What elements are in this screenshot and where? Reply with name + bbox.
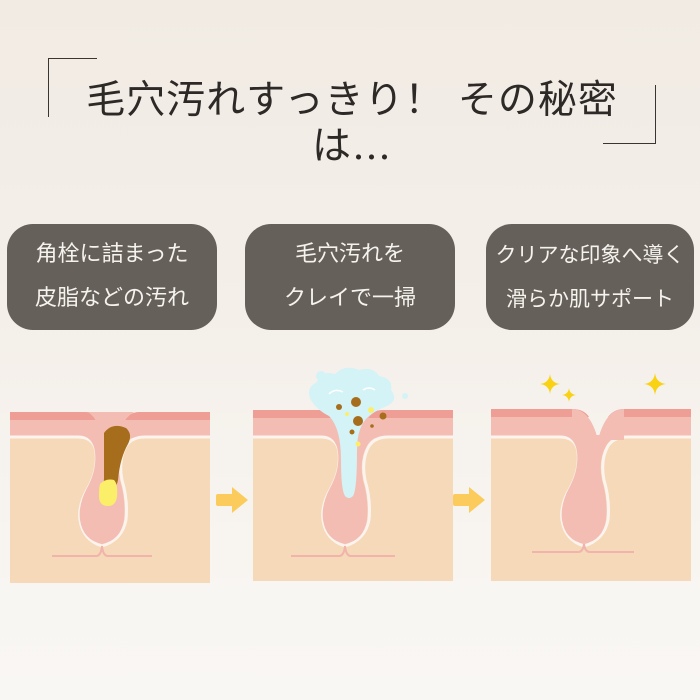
- corner-bracket-open: [48, 58, 97, 117]
- sparkle-icon: [540, 374, 560, 398]
- step-label-3: クリアな印象へ導く 滑らか肌サポート: [486, 224, 694, 330]
- corner-bracket-close: [603, 85, 656, 144]
- step-label-line1: 毛穴汚れを: [294, 242, 405, 267]
- headline-text: 毛穴汚れすっきり！ その秘密は…: [86, 78, 618, 169]
- step-label-line1: クリアな印象へ導く: [495, 243, 685, 267]
- step-label-line2: 皮脂などの汚れ: [34, 286, 189, 311]
- step-label-1: 角栓に詰まった 皮脂などの汚れ: [7, 224, 217, 330]
- arrow-right-icon: [216, 486, 250, 518]
- clean-pore-illustration: [480, 360, 700, 590]
- step-label-line2: 滑らか肌サポート: [506, 287, 674, 311]
- sparkle-icon: [644, 372, 666, 400]
- step-label-line1: 角栓に詰まった: [35, 242, 189, 267]
- headline: 毛穴汚れすっきり！ その秘密は…: [48, 58, 656, 169]
- arrow-right-icon: [453, 486, 487, 518]
- step-label-2: 毛穴汚れを クレイで一掃: [245, 224, 455, 330]
- step-label-line2: クレイで一掃: [283, 286, 416, 311]
- clay-cleansing-illustration: [245, 360, 465, 590]
- clogged-pore-illustration: [0, 360, 230, 590]
- sparkle-icon: [562, 387, 576, 406]
